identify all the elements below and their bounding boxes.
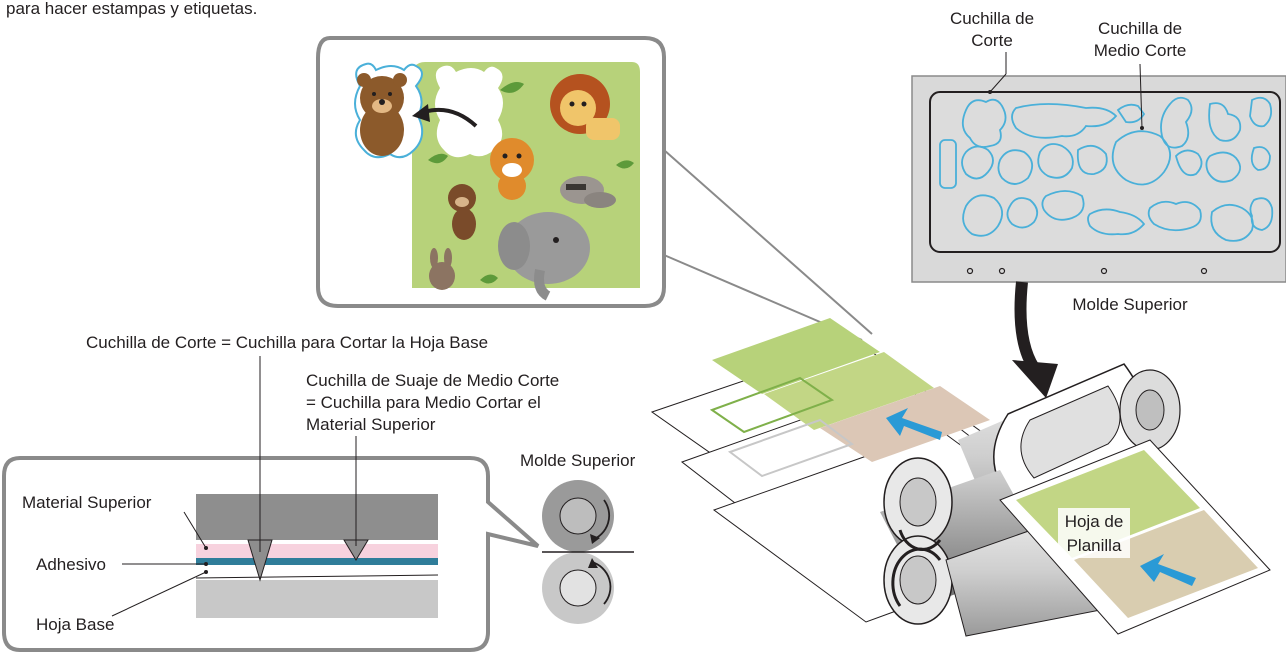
elephant-sticker-icon: [498, 212, 590, 301]
adhesive-label: Adhesivo: [36, 555, 106, 574]
mount-arrow: [1014, 281, 1040, 372]
bear-cutout-hole: [435, 65, 503, 158]
raccoon-sticker-icon: [560, 176, 616, 208]
feed-arrow-bottom: [1140, 554, 1196, 586]
half-cut-blade-label-line1: Cuchilla de: [1098, 19, 1182, 38]
fox-sticker-icon: [490, 138, 534, 200]
monkey-sticker-icon: [448, 184, 476, 240]
sheet-label-line2: Planilla: [1067, 536, 1122, 555]
base-sheet-label: Hoja Base: [36, 615, 114, 634]
roller-pair-diagram: [542, 480, 634, 624]
cutting-blade-label-line2: Corte: [971, 31, 1013, 50]
output-sticker-sheet: [999, 439, 1271, 635]
rabbit-sticker-icon: [429, 248, 455, 290]
intro-text: para hacer estampas y etiquetas.: [6, 0, 257, 18]
upper-mold-rollers-label: Molde Superior: [520, 451, 636, 470]
sheet-label-line1: Hoja de: [1065, 512, 1124, 531]
layer-cross-section-callout: [2, 456, 540, 652]
bear-sticker-icon: [354, 62, 424, 159]
cutting-blade-label-line1: Cuchilla de: [950, 9, 1034, 28]
sheet-label-box: [1058, 508, 1130, 558]
lion-sticker-icon: [550, 74, 620, 140]
half-cut-definition-line2: = Cuchilla para Medio Cortar el: [306, 393, 541, 412]
upper-mold-plate-label: Molde Superior: [1072, 295, 1188, 314]
feed-arrow-top: [886, 408, 942, 440]
top-material-label: Material Superior: [22, 493, 152, 512]
half-cut-definition-line3: Material Superior: [306, 415, 436, 434]
cutting-blade-definition: Cuchilla de Corte = Cuchilla para Cortar…: [86, 333, 488, 352]
upper-mold-plate: [911, 52, 1286, 283]
half-cut-definition-line1: Cuchilla de Suaje de Medio Corte: [306, 371, 559, 390]
half-cut-blade-label-line2: Medio Corte: [1094, 41, 1187, 60]
